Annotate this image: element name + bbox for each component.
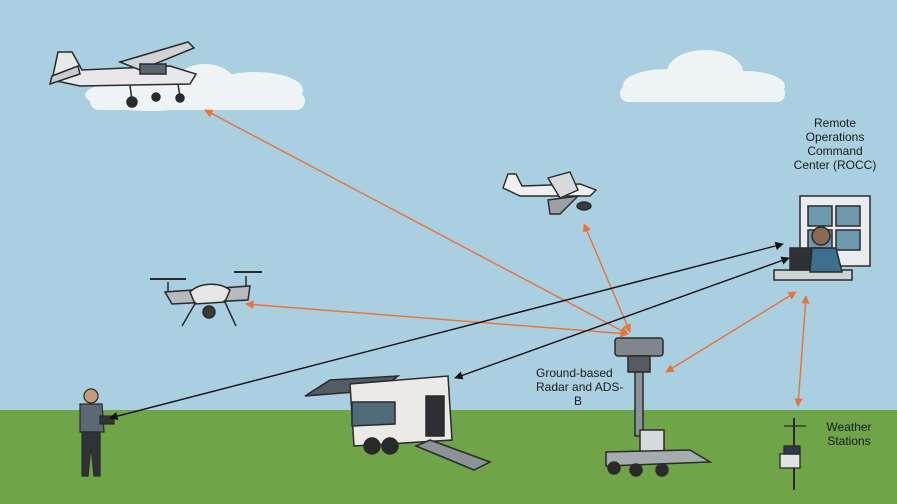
radar-label-line-3: B bbox=[574, 394, 583, 408]
link-weather-rocc bbox=[794, 295, 810, 407]
cloud-right bbox=[620, 50, 785, 102]
radar-label: Ground-based Radar and ADS- B bbox=[536, 366, 646, 408]
weather-label-line-1: Weather bbox=[826, 420, 872, 434]
rocc-label-line-2: Operations bbox=[805, 130, 865, 144]
rocc-label-line-3: Command bbox=[807, 144, 863, 158]
radar-label-line-1: Ground-based bbox=[536, 366, 613, 380]
rocc-label-line-4: Center (ROCC) bbox=[793, 158, 877, 172]
link-rocc-trailer bbox=[454, 256, 790, 380]
black-communication-links bbox=[109, 241, 790, 421]
weather-label-line-2: Stations bbox=[827, 434, 871, 448]
weather-station-icon bbox=[779, 418, 806, 490]
remote-pilot-person-icon bbox=[79, 388, 115, 477]
rocc-label-line-1: Remote bbox=[813, 116, 857, 130]
cloud-left bbox=[85, 64, 305, 111]
rocc-label: Remote Operations Command Center (ROCC) bbox=[780, 116, 890, 172]
weather-label: Weather Stations bbox=[818, 420, 880, 448]
rocc-operator-station-icon bbox=[773, 195, 871, 281]
radar-label-line-2: Radar and ADS- bbox=[536, 380, 624, 394]
cessna-plane-icon bbox=[48, 41, 198, 108]
